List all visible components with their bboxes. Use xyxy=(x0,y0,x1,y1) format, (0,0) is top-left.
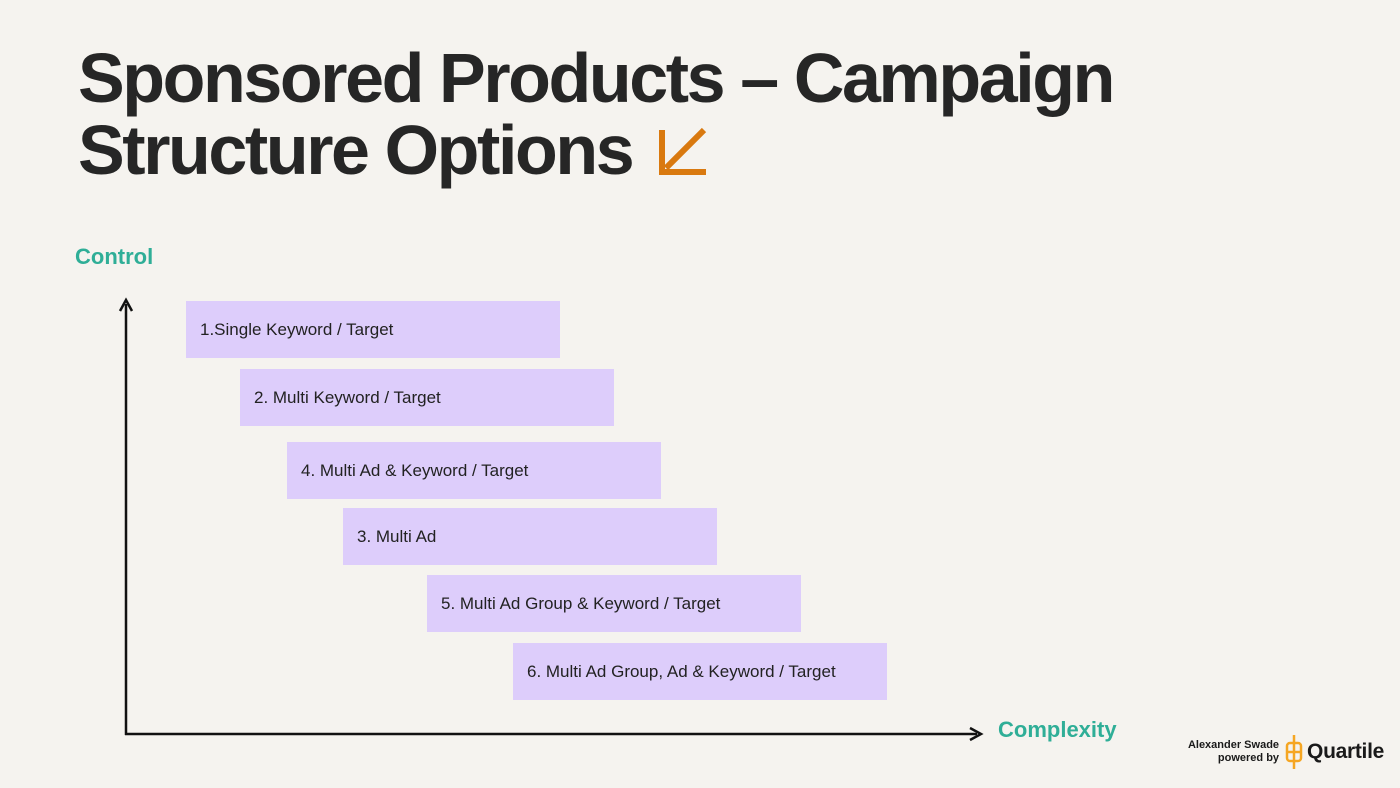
footer-author: Alexander Swade xyxy=(1187,739,1280,751)
title-line-1: Sponsored Products – Campaign xyxy=(78,39,1115,117)
footer-powered: powered by xyxy=(1217,752,1280,764)
y-axis-arrowhead xyxy=(118,297,134,312)
title-line-2-text: Structure Options xyxy=(78,111,635,189)
y-axis-label: Control xyxy=(75,244,154,269)
arrow-down-left-icon xyxy=(659,127,707,175)
quartile-logo-icon xyxy=(1285,735,1303,769)
x-axis-arrowhead xyxy=(969,726,984,742)
x-axis-label: Complexity xyxy=(998,717,1117,742)
step-6: 6. Multi Ad Group, Ad & Keyword / Target xyxy=(513,643,887,700)
page-title: Sponsored Products – Campaign Structure … xyxy=(78,39,1115,186)
footer-branding: Alexander Swade powered by Quartile xyxy=(1188,734,1384,770)
step-2: 2. Multi Keyword / Target xyxy=(240,369,614,426)
step-5: 5. Multi Ad Group & Keyword / Target xyxy=(427,575,801,632)
step-4: 3. Multi Ad xyxy=(343,508,717,565)
title-line-2: Structure Options xyxy=(78,114,1113,186)
step-1: 1.Single Keyword / Target xyxy=(186,301,560,358)
brand-name: Quartile xyxy=(1307,740,1384,763)
step-3: 4. Multi Ad & Keyword / Target xyxy=(287,442,661,499)
footer-text: Alexander Swade powered by xyxy=(1188,739,1279,765)
